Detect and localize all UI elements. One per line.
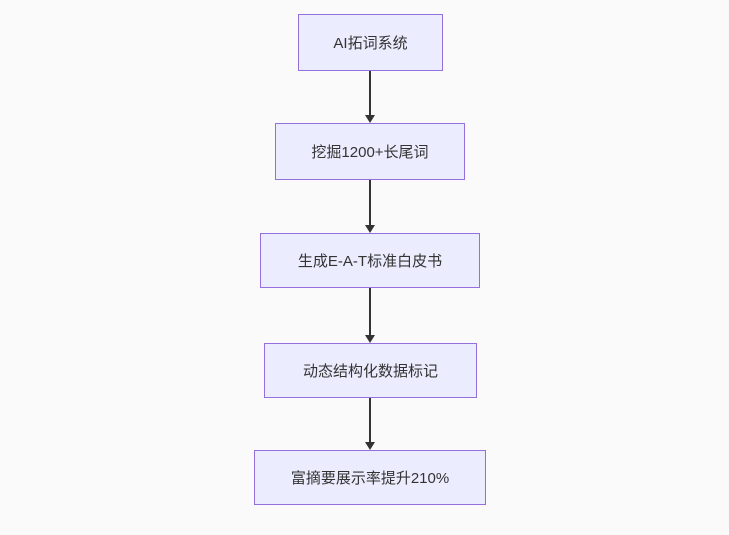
flow-arrow-2 bbox=[364, 180, 376, 233]
flow-arrow-3 bbox=[364, 288, 376, 343]
flow-arrow-4 bbox=[364, 398, 376, 450]
arrowhead-down-icon bbox=[365, 225, 375, 233]
flow-arrow-1 bbox=[364, 71, 376, 123]
node-label: 动态结构化数据标记 bbox=[302, 363, 438, 380]
node-label: 挖掘1200+长尾词 bbox=[311, 144, 429, 161]
flow-node-dynamic-structured-data-markup: 动态结构化数据标记 bbox=[264, 343, 477, 398]
flow-node-generate-eat-whitepaper: 生成E-A-T标准白皮书 bbox=[260, 233, 480, 288]
arrow-line bbox=[369, 288, 371, 335]
arrowhead-down-icon bbox=[365, 442, 375, 450]
flow-node-mine-longtail-keywords: 挖掘1200+长尾词 bbox=[275, 123, 465, 180]
node-label: 生成E-A-T标准白皮书 bbox=[297, 253, 443, 270]
arrow-line bbox=[369, 180, 371, 225]
flow-node-ai-word-expansion-system: AI拓词系统 bbox=[298, 14, 443, 71]
arrowhead-down-icon bbox=[365, 335, 375, 343]
arrow-line bbox=[369, 398, 371, 442]
node-label: AI拓词系统 bbox=[333, 35, 408, 52]
arrowhead-down-icon bbox=[365, 115, 375, 123]
node-label: 富摘要展示率提升210% bbox=[290, 470, 450, 487]
flow-node-rich-snippet-rate-increase: 富摘要展示率提升210% bbox=[254, 450, 486, 505]
arrow-line bbox=[369, 71, 371, 115]
